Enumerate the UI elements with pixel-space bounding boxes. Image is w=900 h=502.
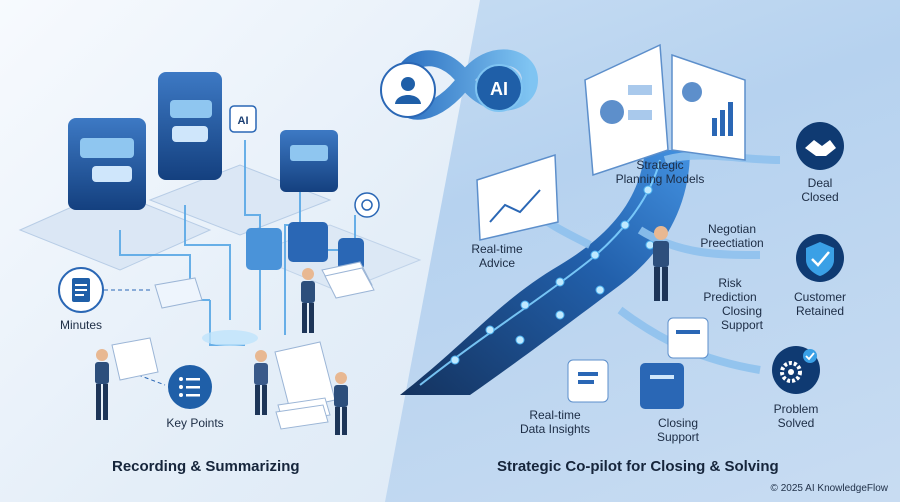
person-figure [254, 350, 268, 415]
planning-screen [671, 53, 746, 161]
label-realtime-advice: Real-time Advice [471, 242, 523, 270]
left-title: Recording & Summarizing [112, 458, 300, 475]
label-closing-support: Closing Support [720, 304, 764, 332]
outcome-deal-closed: Deal Closed [801, 176, 839, 204]
copyright: © 2025 AI KnowledgeFlow [770, 483, 888, 494]
gear-icon [772, 346, 820, 394]
person-figure [95, 349, 109, 420]
label-negotiation: Negotian Preectiation [700, 222, 764, 250]
chat-bubble-icon [667, 317, 709, 359]
data-river [400, 150, 690, 395]
person-figure [301, 268, 315, 333]
person-figure [334, 372, 348, 435]
label-key-points: Key Points [166, 416, 224, 430]
person-icon [395, 77, 421, 104]
circuit-glow [202, 330, 258, 346]
chat-bubble-icon [158, 72, 222, 180]
right-title: Strategic Co-pilot for Closing & Solving [497, 458, 779, 475]
label-closing-support: Closing Support [656, 416, 700, 444]
list-icon [168, 365, 212, 409]
label-risk-prediction: Risk Prediction [703, 276, 757, 304]
chat-bubble-icon [246, 222, 364, 270]
outcome-problem-solved: Problem Solved [773, 402, 819, 430]
person-figure [653, 226, 669, 301]
chat-bubble-icon [640, 363, 684, 409]
knot-icon [354, 192, 380, 218]
paper-stack [274, 341, 336, 430]
chat-bubble-icon [68, 118, 146, 210]
paper-stack [321, 261, 375, 299]
document-papers [111, 277, 203, 381]
outcome-customer-retained: Customer Retained [793, 290, 846, 318]
chat-bubble-icon [280, 130, 338, 192]
planning-screen [584, 43, 669, 177]
svg-text:AI: AI [490, 79, 508, 99]
ai-chip-icon: AI [229, 105, 257, 133]
handshake-icon [796, 122, 844, 170]
shield-check-icon [796, 234, 844, 282]
infinity-logo-icon: AI [380, 49, 539, 120]
chat-bubble-icon [567, 359, 609, 403]
label-realtime-data-insights: Real-time Data Insights [519, 408, 591, 436]
document-icon [58, 267, 104, 313]
label-strategic-planning: Strategic Planning Models [615, 158, 705, 186]
svg-text:AI: AI [238, 115, 249, 127]
label-minutes: Minutes [59, 318, 103, 332]
advice-screen [476, 153, 559, 241]
